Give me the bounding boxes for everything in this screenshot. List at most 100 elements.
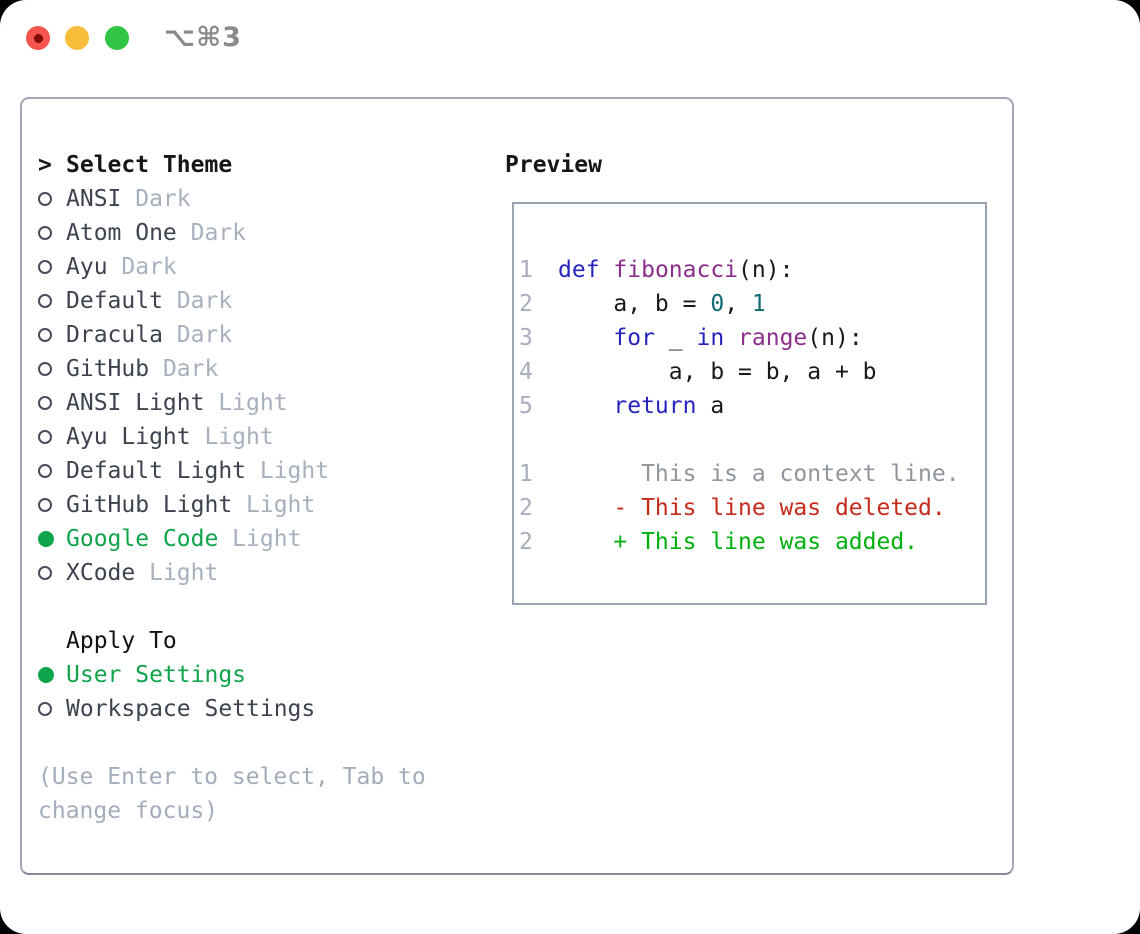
- radio-unselected-icon: [38, 702, 52, 716]
- theme-option-google-code-light[interactable]: Google Code Light: [38, 522, 490, 556]
- hint-line: (Use Enter to select, Tab to: [38, 760, 490, 794]
- theme-variant: Dark: [107, 254, 177, 280]
- line-number: 3: [519, 325, 533, 351]
- radio-unselected-icon: [38, 226, 52, 240]
- code-segment: + This line was added.: [558, 529, 919, 555]
- code-segment: in: [696, 325, 725, 351]
- theme-option-default-dark[interactable]: Default Dark: [38, 284, 490, 318]
- theme-name: Default: [66, 288, 163, 314]
- hint-line: change focus): [38, 794, 490, 828]
- preview-title: Preview: [505, 152, 602, 178]
- radio-icon: [38, 362, 66, 376]
- radio-icon: [38, 260, 66, 274]
- radio-icon: [38, 702, 66, 716]
- radio-unselected-icon: [38, 328, 52, 342]
- theme-name: Ayu Light: [66, 424, 191, 450]
- radio-icon: [38, 396, 66, 410]
- theme-option-github-dark[interactable]: GitHub Dark: [38, 352, 490, 386]
- code-segment: _: [654, 325, 697, 351]
- line-number: 2: [519, 529, 533, 555]
- code-segment: a: [696, 393, 725, 419]
- apply-option-user-settings[interactable]: User Settings: [38, 658, 490, 692]
- code-line: [519, 423, 983, 457]
- apply-to-header: Apply To: [38, 624, 490, 658]
- close-button[interactable]: [26, 26, 50, 50]
- theme-variant: Light: [135, 560, 219, 586]
- radio-unselected-icon: [38, 464, 52, 478]
- theme-name: GitHub: [66, 356, 150, 382]
- code-segment: 0: [710, 291, 725, 317]
- code-segment: a, b = b, a + b: [558, 359, 877, 385]
- theme-option-ayu-light-light[interactable]: Ayu Light Light: [38, 420, 490, 454]
- hint-text: (Use Enter to select, Tab to change focus…: [38, 760, 490, 828]
- theme-option-dracula-dark[interactable]: Dracula Dark: [38, 318, 490, 352]
- radio-icon: [38, 566, 66, 580]
- theme-variant: Dark: [121, 186, 191, 212]
- theme-name: Dracula: [66, 322, 163, 348]
- theme-variant: Dark: [162, 288, 233, 314]
- radio-icon: [38, 667, 66, 683]
- code-line: 4 a, b = b, a + b: [519, 355, 983, 389]
- minimize-button[interactable]: [65, 26, 89, 50]
- theme-name: Atom One: [66, 220, 177, 246]
- radio-unselected-icon: [38, 498, 52, 512]
- hint-line-text: (Use Enter to select, Tab to: [38, 764, 426, 790]
- theme-variant: Dark: [176, 220, 247, 246]
- radio-selected-icon: [38, 531, 54, 547]
- theme-variant: Light: [218, 526, 302, 552]
- code-segment: - This line was deleted.: [558, 495, 946, 521]
- code-line: 1 This is a context line.: [519, 457, 983, 491]
- theme-name: ANSI: [66, 186, 122, 212]
- spacer-row: [38, 726, 490, 760]
- radio-icon: [38, 294, 66, 308]
- theme-option-github-light-light[interactable]: GitHub Light Light: [38, 488, 490, 522]
- radio-icon: [38, 192, 66, 206]
- code-segment: This is a context line.: [558, 461, 960, 487]
- theme-name: Default Light: [66, 458, 247, 484]
- code-segment: (n):: [807, 325, 863, 351]
- radio-selected-icon: [38, 667, 54, 683]
- apply-option-label: User Settings: [66, 662, 247, 688]
- theme-name: XCode: [66, 560, 136, 586]
- record-dot-icon: [33, 33, 43, 43]
- radio-icon: [38, 498, 66, 512]
- radio-icon: [38, 531, 66, 547]
- theme-name: Ayu: [66, 254, 108, 280]
- radio-unselected-icon: [38, 260, 52, 274]
- radio-icon: [38, 430, 66, 444]
- theme-option-xcode-light[interactable]: XCode Light: [38, 556, 490, 590]
- code-segment: for: [613, 325, 655, 351]
- theme-option-ansi-dark[interactable]: ANSI Dark: [38, 182, 490, 216]
- theme-variant: Light: [204, 390, 288, 416]
- code-line: 5 return a: [519, 389, 983, 423]
- prompt-marker: >: [38, 152, 66, 178]
- code-segment: [600, 257, 614, 283]
- code-line: 2 a, b = 0, 1: [519, 287, 983, 321]
- theme-option-ansi-light-light[interactable]: ANSI Light Light: [38, 386, 490, 420]
- theme-option-default-light-light[interactable]: Default Light Light: [38, 454, 490, 488]
- theme-option-atom-one-dark[interactable]: Atom One Dark: [38, 216, 490, 250]
- theme-variant: Dark: [149, 356, 219, 382]
- apply-option-workspace-settings[interactable]: Workspace Settings: [38, 692, 490, 726]
- line-number: 2: [519, 495, 533, 521]
- code-line: 2 + This line was added.: [519, 525, 983, 559]
- apply-to-title: Apply To: [66, 628, 177, 654]
- radio-unselected-icon: [38, 362, 52, 376]
- theme-variant: Dark: [162, 322, 233, 348]
- zoom-button[interactable]: [105, 26, 129, 50]
- theme-variant: Light: [232, 492, 316, 518]
- line-number: 4: [519, 359, 533, 385]
- theme-option-ayu-dark[interactable]: Ayu Dark: [38, 250, 490, 284]
- code-segment: ,: [724, 291, 752, 317]
- spacer-row: [38, 590, 490, 624]
- code-segment: 1: [751, 291, 766, 317]
- code-segment: [724, 325, 738, 351]
